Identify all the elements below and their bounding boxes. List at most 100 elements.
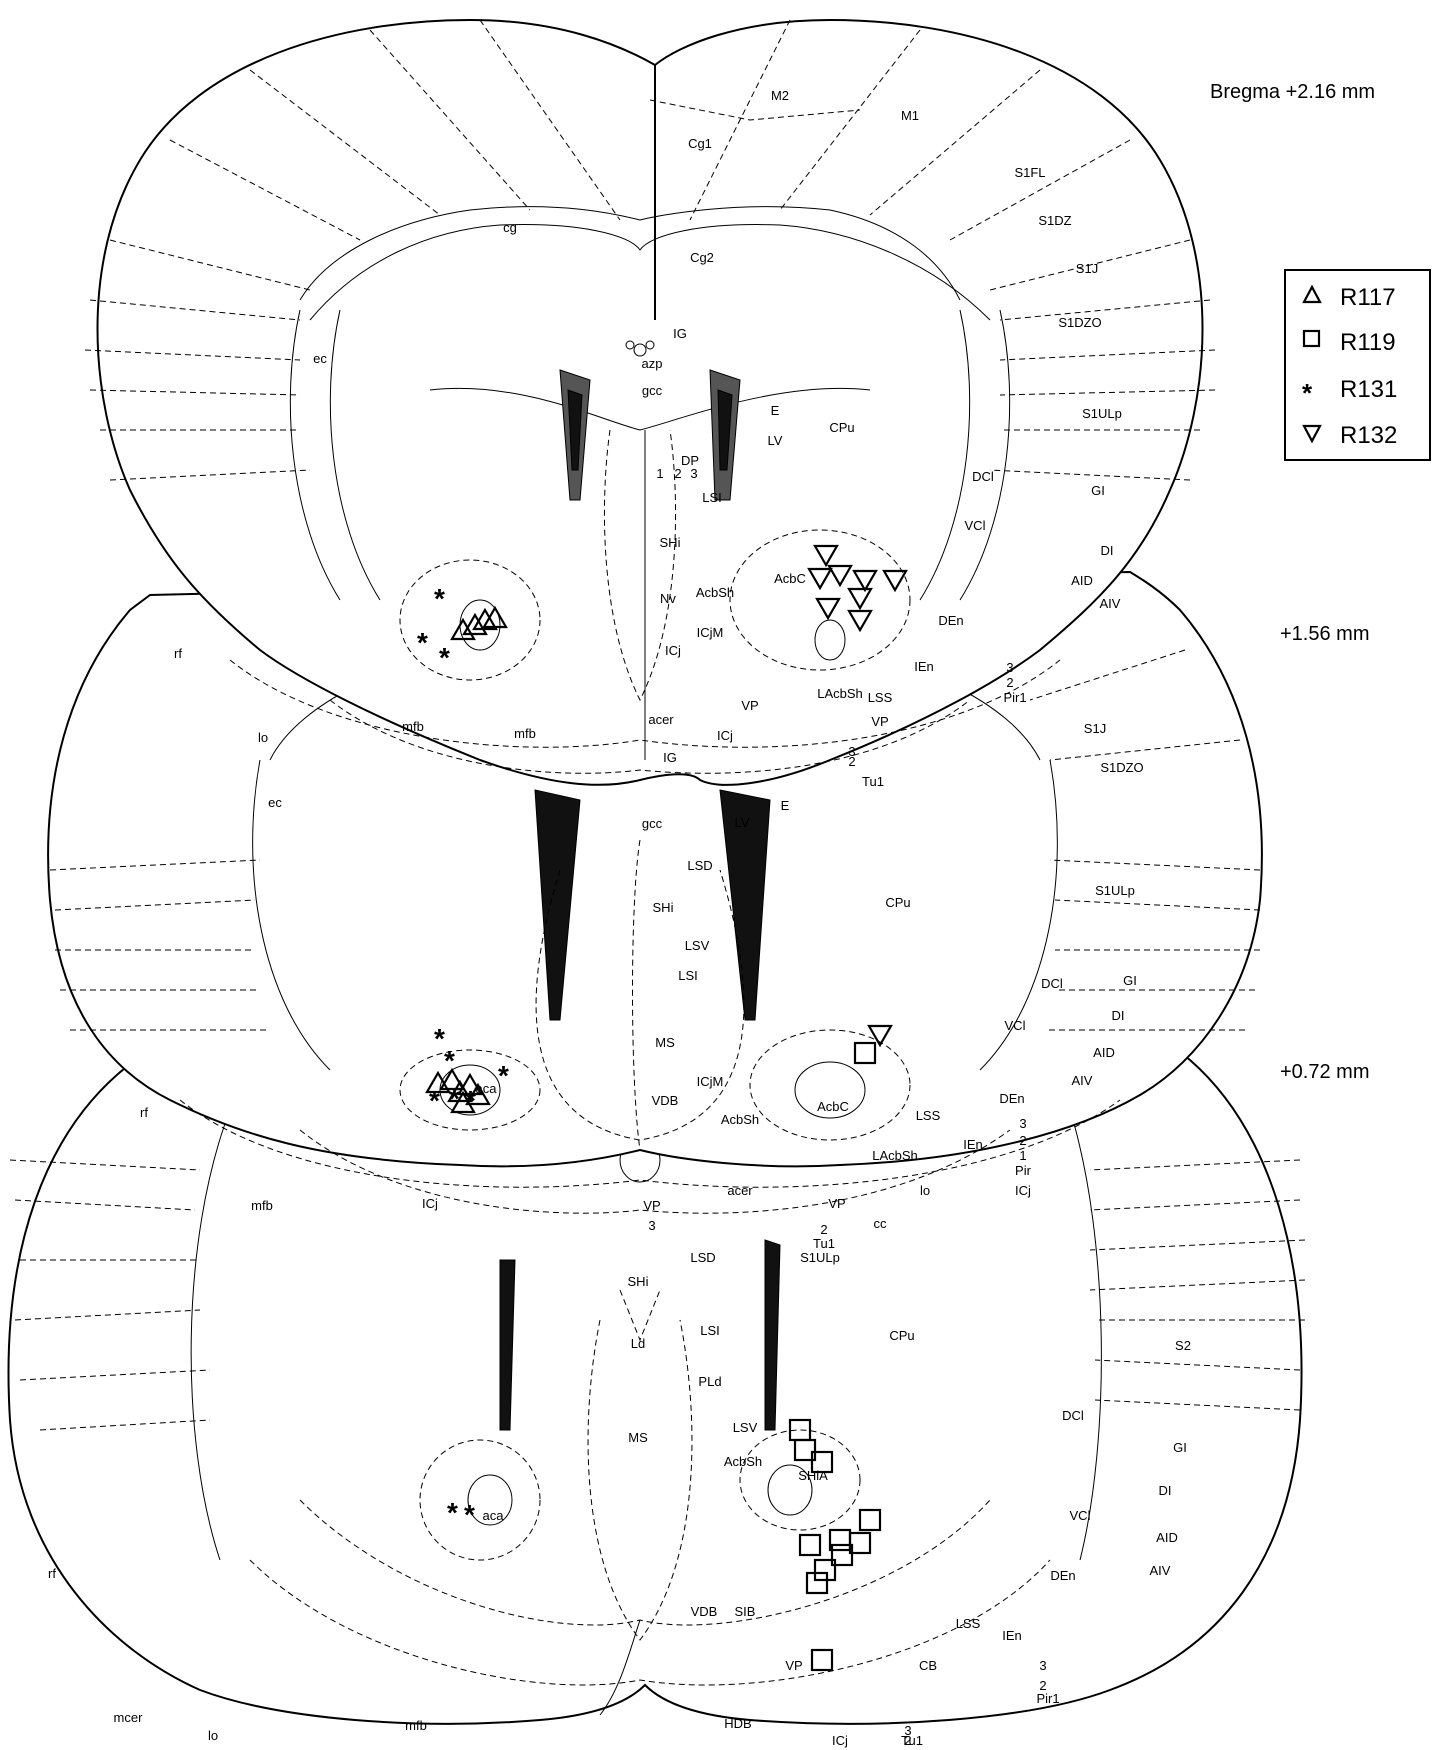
region-label: S1DZO	[1058, 315, 1101, 330]
section-3-outline	[7, 1008, 1303, 1725]
asterisk-marker: *	[498, 1060, 509, 1091]
region-label: S1DZ	[1038, 213, 1071, 228]
region-label: SHi	[653, 900, 674, 915]
triangle-up-marker	[447, 1079, 473, 1103]
region-label: IEn	[963, 1137, 983, 1152]
region-label: AIV	[1100, 596, 1121, 611]
region-label: 2	[1039, 1678, 1046, 1693]
region-label: azp	[642, 356, 663, 371]
region-label: DI	[1101, 543, 1114, 558]
section-2-outline	[47, 570, 1263, 1168]
legend-item-r132: R132	[1302, 422, 1397, 449]
region-label: 3	[690, 466, 697, 481]
section-1-outline	[96, 18, 1204, 786]
bregma-label-section-1: Bregma +2.16 mm	[1210, 81, 1375, 103]
region-label: mfb	[405, 1718, 427, 1733]
region-label: 3	[904, 1723, 911, 1738]
region-label: cg	[503, 220, 517, 235]
triangle-up-marker	[450, 617, 476, 641]
region-label: CPu	[885, 895, 910, 910]
region-label: S1DZO	[1100, 760, 1143, 775]
square-marker	[813, 1558, 837, 1582]
region-label: GI	[1091, 483, 1105, 498]
region-label: LSS	[868, 690, 893, 705]
region-label: 3	[1006, 660, 1013, 675]
legend-item-r117: R117	[1302, 284, 1396, 311]
region-label: LV	[768, 433, 783, 448]
region-label: Tu1	[813, 1236, 835, 1251]
legend-item-r131: * R131	[1302, 376, 1397, 408]
triangle-down-marker	[807, 567, 833, 591]
region-label: AID	[1071, 573, 1093, 588]
region-label: 2	[904, 1733, 911, 1748]
region-label: M1	[901, 108, 919, 123]
asterisk-marker: *	[444, 1045, 455, 1076]
legend-label-r132: R132	[1340, 422, 1397, 449]
legend-label-r131: R131	[1340, 376, 1397, 403]
region-label: MS	[628, 1430, 648, 1445]
square-marker	[858, 1508, 882, 1532]
region-label: VDB	[652, 1093, 679, 1108]
region-label: Tu1	[901, 1733, 923, 1748]
square-marker	[810, 1648, 834, 1672]
region-label: AcbSh	[724, 1454, 762, 1469]
region-label: ICj	[1015, 1183, 1031, 1198]
region-label: AcbC	[774, 571, 806, 586]
square-marker	[805, 1571, 829, 1595]
region-label: LSI	[700, 1323, 720, 1338]
bregma-label-section-2: +1.56 mm	[1280, 623, 1369, 645]
region-label: LAcbSh	[872, 1148, 918, 1163]
region-label: LSV	[685, 938, 710, 953]
region-label: ICj	[832, 1733, 848, 1748]
region-label: VP	[828, 1196, 845, 1211]
asterisk-marker: *	[465, 1085, 476, 1116]
region-label: aca	[483, 1508, 505, 1523]
square-marker	[810, 1450, 834, 1474]
region-label: VCl	[1005, 1018, 1026, 1033]
region-label: HDB	[724, 1716, 751, 1731]
region-label: GI	[1173, 1440, 1187, 1455]
legend: R117 R119 * R131 R132	[1284, 269, 1431, 461]
triangle-down-marker	[827, 564, 853, 588]
region-label: S1FL	[1014, 165, 1045, 180]
square-marker	[853, 1041, 877, 1065]
region-label: E	[771, 403, 780, 418]
region-label: LAcbSh	[817, 686, 863, 701]
region-label: ICjM	[697, 625, 724, 640]
region-label: IEn	[1002, 1628, 1022, 1643]
region-label: E	[781, 798, 790, 813]
asterisk-marker: *	[434, 583, 445, 614]
region-label: DEn	[938, 613, 963, 628]
region-label: VDB	[691, 1604, 718, 1619]
triangle-down-marker	[815, 597, 841, 621]
region-label: DCl	[972, 469, 994, 484]
region-label: SHiA	[798, 1468, 828, 1483]
region-label: VCl	[1070, 1508, 1091, 1523]
triangle-up-marker	[465, 1082, 491, 1106]
region-label: GI	[1123, 973, 1137, 988]
square-marker	[848, 1531, 872, 1555]
triangle-up-marker	[457, 1072, 483, 1096]
region-label: VP	[643, 1198, 660, 1213]
triangle-down-marker	[867, 1024, 893, 1048]
region-label: VCl	[965, 518, 986, 533]
region-label: M2	[771, 88, 789, 103]
region-label: 2	[1019, 1133, 1026, 1148]
asterisk-marker: *	[417, 627, 428, 658]
region-label: LSI	[678, 968, 698, 983]
triangle-down-marker	[882, 569, 908, 593]
region-label: IG	[663, 750, 677, 765]
region-label: S1J	[1084, 721, 1106, 736]
legend-label-r117: R117	[1340, 284, 1396, 311]
region-label: 2	[1006, 675, 1013, 690]
triangle-down-marker	[847, 587, 873, 611]
region-label: AIV	[1072, 1073, 1093, 1088]
region-label: AIV	[1150, 1563, 1171, 1578]
region-label: DP	[681, 453, 699, 468]
region-label: VP	[871, 714, 888, 729]
region-label: lo	[920, 1183, 930, 1198]
region-label: ec	[268, 795, 282, 810]
region-label: MS	[655, 1035, 675, 1050]
region-label: 3	[1039, 1658, 1046, 1673]
